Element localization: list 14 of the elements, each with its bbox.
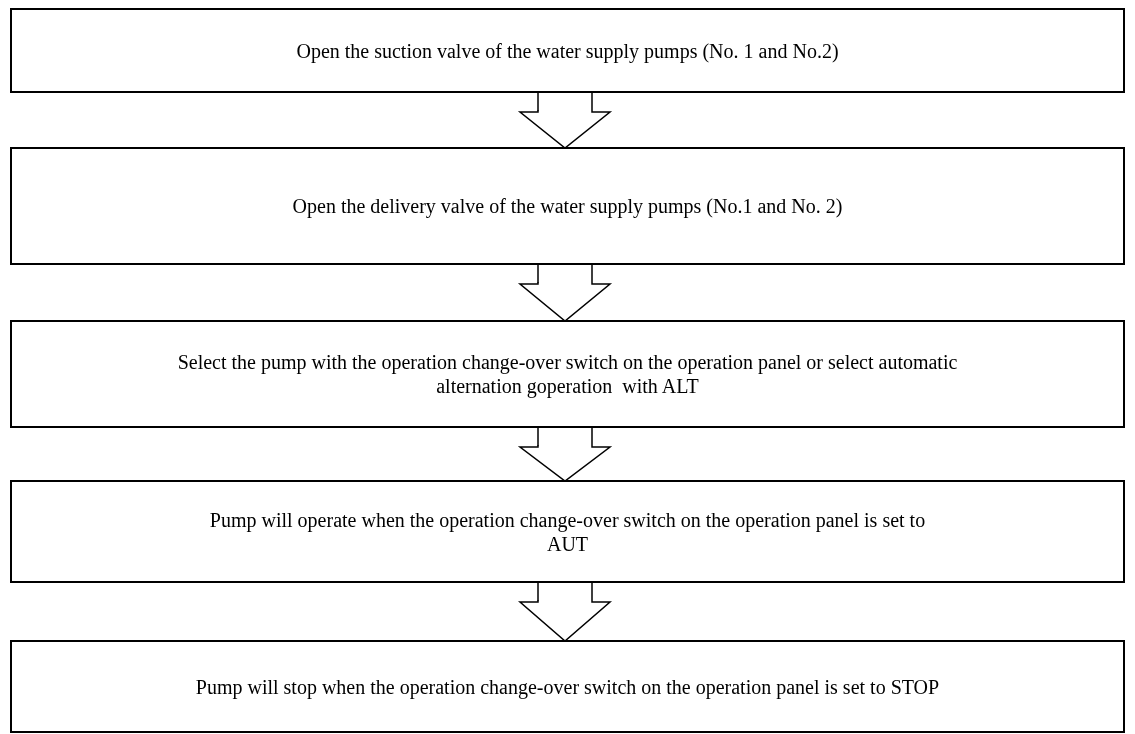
block-arrow <box>518 263 612 322</box>
process-box <box>10 147 1125 265</box>
step-text: Pump will operate when the operation change-over switch on the operation panel is set to AUT <box>208 507 927 556</box>
process-box <box>10 640 1125 733</box>
block-arrow <box>518 581 612 642</box>
step-text: Open the suction valve of the water supply pumps (No. 1 and No.2) <box>296 38 839 63</box>
step-text: Open the delivery valve of the water supply pumps (No.1 and No. 2) <box>292 194 843 218</box>
process-box <box>10 320 1125 428</box>
process-box <box>10 8 1125 93</box>
block-arrow <box>518 426 612 482</box>
block-arrow <box>518 91 612 149</box>
step-text: Select the pump with the operation change-over switch on the operation panel or select automatic alternation goperation with ALT <box>176 350 959 398</box>
process-box <box>10 480 1125 583</box>
step-text: Pump will stop when the operation change-over switch on the operation panel is set to STOP <box>195 674 940 699</box>
